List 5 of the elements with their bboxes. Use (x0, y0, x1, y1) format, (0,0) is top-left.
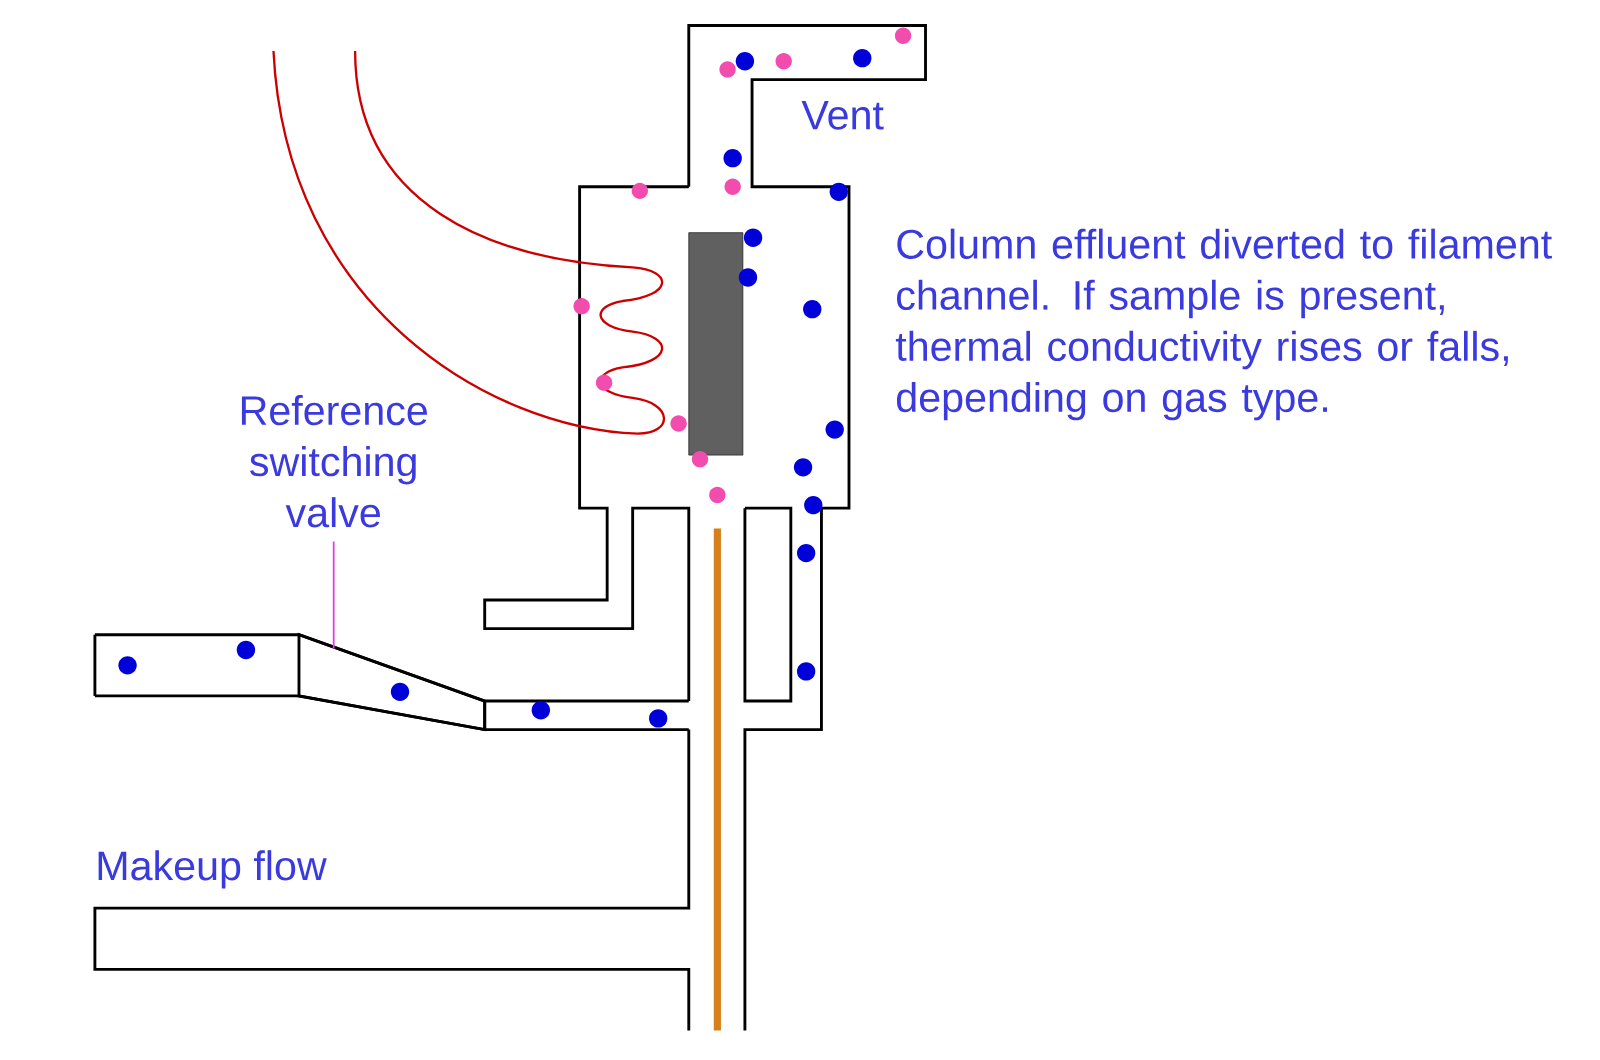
callout-label: Reference switching valve (241, 394, 427, 528)
text-label: Column effluent diverted to filament channel. If sample is present, thermal conductivity rises or falls, depending on gas type. (895, 228, 1552, 421)
text-label: Makeup flow (98, 850, 327, 889)
text-label: Vent (801, 100, 884, 130)
leader-line (332, 540, 335, 650)
